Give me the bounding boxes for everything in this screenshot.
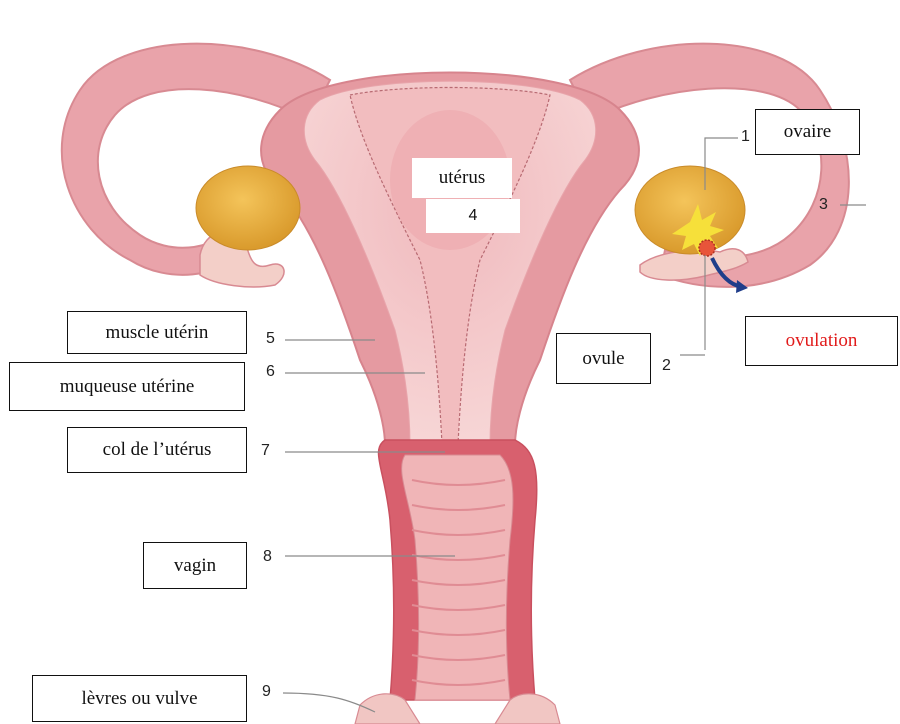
number-4: 4	[469, 207, 478, 225]
number-3: 3	[819, 196, 828, 214]
label-vagin: vagin	[143, 542, 247, 589]
ovum	[699, 240, 715, 256]
label-ovule: ovule	[556, 333, 651, 384]
number-8: 8	[263, 548, 272, 566]
label-uterus: utérus	[412, 158, 512, 198]
label-col-uterus: col de l’utérus	[67, 427, 247, 473]
label-muscle-uterin: muscle utérin	[67, 311, 247, 354]
number-2: 2	[662, 357, 671, 375]
label-ovulation: ovulation	[745, 316, 898, 366]
number-6: 6	[266, 363, 275, 381]
label-levres-vulve: lèvres ou vulve	[32, 675, 247, 722]
number-1: 1	[741, 128, 750, 146]
number-7: 7	[261, 442, 270, 460]
number-5: 5	[266, 330, 275, 348]
label-muqueuse-uterine: muqueuse utérine	[9, 362, 245, 411]
label-ovaire: ovaire	[755, 109, 860, 155]
label-number-4-box: 4	[426, 199, 520, 233]
left-ovary	[196, 166, 300, 250]
number-9: 9	[262, 683, 271, 701]
vagina-inner	[402, 455, 513, 700]
